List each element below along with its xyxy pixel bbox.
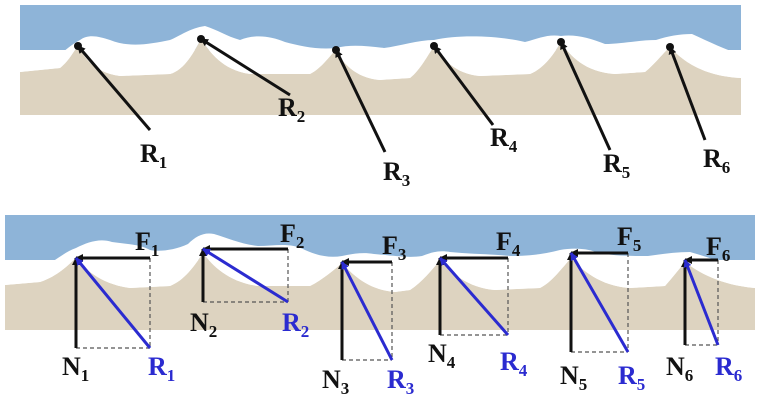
top-r1-arrow (76, 45, 152, 131)
top-contact-point-4 (430, 42, 438, 50)
top-r6-label: R6 (703, 144, 730, 177)
top-contact-point-3 (332, 46, 340, 54)
top-r5-arrow (559, 41, 612, 151)
top-contact-point-2 (197, 35, 205, 43)
top-contact-point-5 (557, 38, 565, 46)
f6-label: F6 (706, 232, 730, 265)
r1-resultant-arrow (74, 257, 152, 349)
f4-label: F4 (496, 227, 521, 260)
n1-label: N1 (62, 352, 89, 385)
top-r3-arrow (334, 49, 387, 153)
n5-label: N5 (560, 361, 587, 394)
n2-label: N2 (190, 308, 217, 341)
r6-resultant-arrow (683, 259, 720, 346)
top-r4-label: R4 (490, 123, 518, 156)
top-r1-label: R1 (140, 139, 167, 172)
f5-label: F5 (617, 222, 641, 255)
top-r3-label: R3 (383, 157, 410, 190)
r3-label: R3 (387, 365, 414, 398)
r4-label: R4 (500, 347, 528, 380)
r2-label: R2 (282, 308, 309, 341)
top-water (20, 5, 741, 50)
top-rock-surface (20, 39, 741, 115)
f3-label: F3 (382, 231, 406, 264)
r4-resultant-arrow (438, 257, 510, 336)
top-force-arrows (74, 35, 707, 153)
top-r4-arrow (432, 45, 495, 126)
f1-label: F1 (135, 227, 159, 260)
top-r5-label: R5 (603, 149, 630, 182)
n6-label: N6 (666, 352, 693, 385)
top-r6-arrow (668, 46, 707, 141)
f2-label: F2 (280, 219, 304, 252)
top-r2-label: R2 (278, 93, 305, 126)
r3-resultant-arrow (340, 261, 394, 361)
r5-label: R5 (618, 361, 645, 394)
bottom-force-decomposition (72, 245, 720, 361)
top-r2-arrow (200, 37, 291, 97)
r6-label: R6 (715, 352, 742, 385)
top-contact-point-1 (74, 42, 82, 50)
bottom-rock-surface (5, 253, 755, 330)
r1-label: R1 (148, 352, 175, 385)
r5-resultant-arrow (569, 252, 630, 353)
n3-label: N3 (322, 365, 349, 398)
top-contact-point-6 (666, 43, 674, 51)
r2-resultant-arrow (202, 247, 289, 304)
n4-label: N4 (428, 339, 456, 372)
